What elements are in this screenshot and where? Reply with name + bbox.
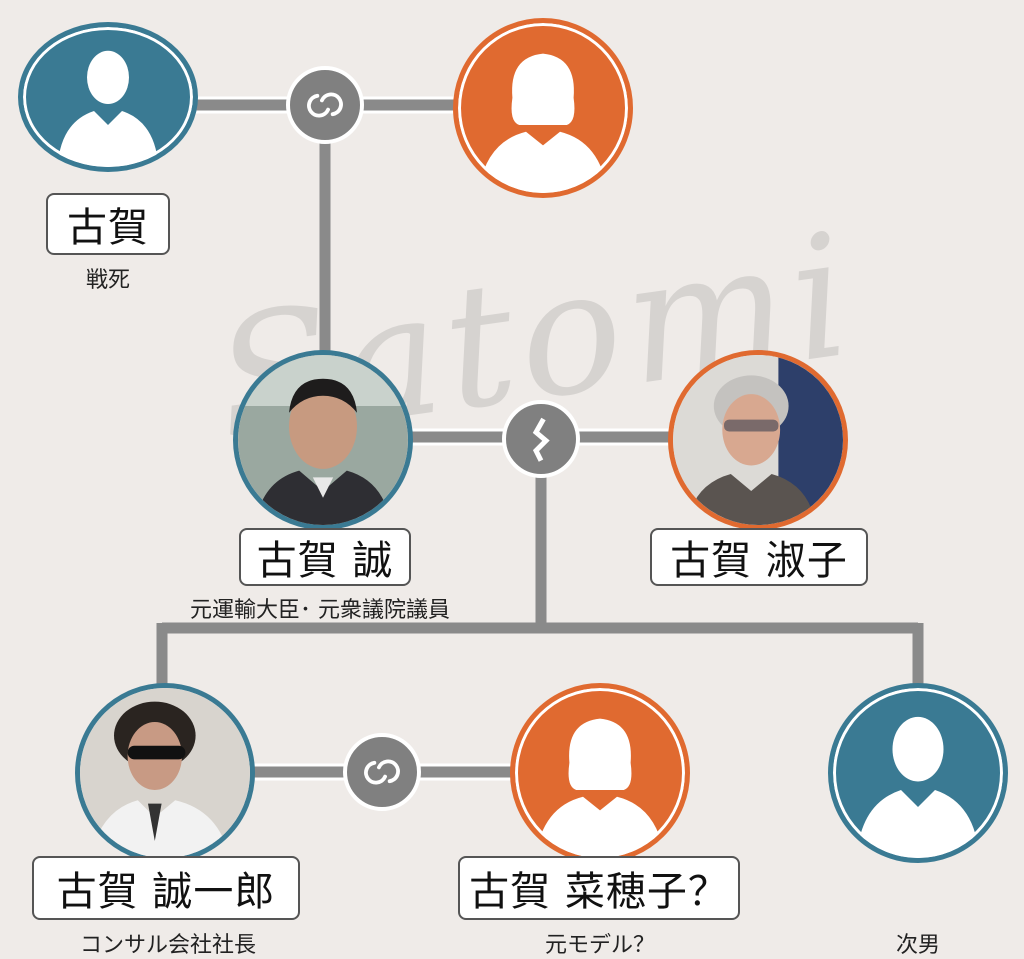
- divorce-break-icon: [532, 417, 550, 462]
- nahoko-avatar: [510, 683, 690, 863]
- nahoko-name: 古賀 菜穂子？: [458, 856, 740, 920]
- makoto-name: 古賀 誠: [239, 528, 411, 586]
- marriage-rings-icon-2: [364, 759, 400, 785]
- marriage-rings-icon: [307, 92, 343, 118]
- grandfather-name: 古賀: [46, 193, 170, 255]
- male-silhouette-icon-2: [856, 716, 980, 858]
- seiichiro-note: コンサル会社社長: [79, 933, 256, 958]
- female-silhouette-icon: [478, 53, 608, 193]
- second-son-note: 次男: [895, 933, 940, 958]
- grandfather-avatar: [18, 22, 198, 172]
- grandfather-note: 戦死: [85, 268, 130, 293]
- second-son-avatar: [828, 683, 1008, 863]
- makoto-photo: [233, 350, 413, 530]
- grandmother-avatar: [453, 18, 633, 198]
- marriage-connector-1: [286, 66, 364, 144]
- divorce-connector: [502, 400, 580, 478]
- toshiko-photo: [668, 350, 848, 530]
- seiichiro-name: 古賀 誠一郎: [32, 856, 300, 920]
- woman-portrait-icon: [673, 355, 843, 525]
- marriage-connector-2: [343, 733, 421, 811]
- man-portrait-icon-2: [80, 688, 250, 858]
- male-silhouette-icon: [57, 50, 159, 167]
- man-portrait-icon: [238, 355, 408, 525]
- toshiko-name: 古賀 淑子: [650, 528, 868, 586]
- nahoko-note: 元モデル？: [544, 933, 655, 958]
- makoto-note: 元運輸大臣･ 元衆議院議員: [190, 598, 450, 623]
- seiichiro-photo: [75, 683, 255, 863]
- female-silhouette-icon-2: [535, 718, 665, 858]
